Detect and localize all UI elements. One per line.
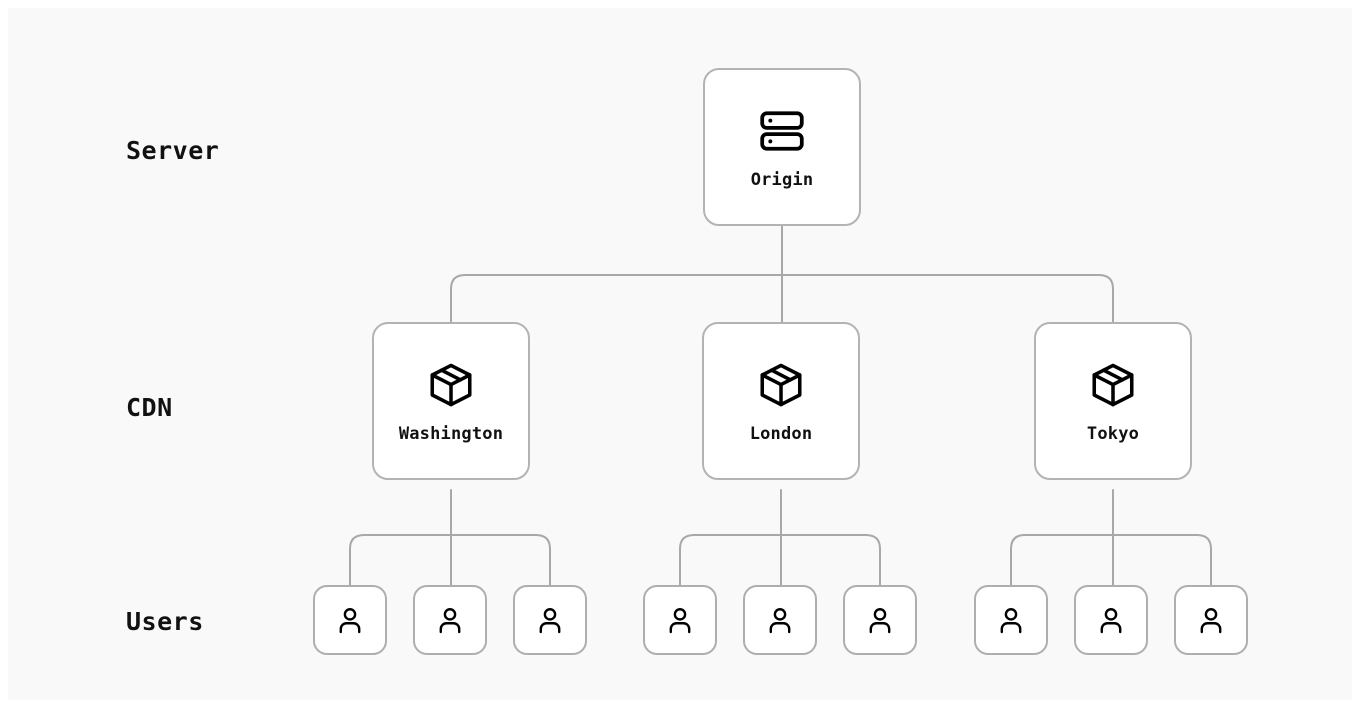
- node-user-washington-1[interactable]: [313, 585, 387, 655]
- row-label-users: Users: [126, 607, 204, 636]
- node-cdn-london[interactable]: London: [702, 322, 860, 480]
- edge-tokyo-user-3: [1112, 534, 1212, 586]
- user-icon: [433, 603, 467, 637]
- node-origin[interactable]: Origin: [703, 68, 861, 226]
- row-label-server: Server: [126, 136, 220, 165]
- user-icon: [994, 603, 1028, 637]
- user-icon: [1094, 603, 1128, 637]
- node-cdn-tokyo-label: Tokyo: [1086, 423, 1140, 444]
- node-user-washington-2[interactable]: [413, 585, 487, 655]
- node-user-tokyo-3[interactable]: [1174, 585, 1248, 655]
- node-user-tokyo-1[interactable]: [974, 585, 1048, 655]
- node-user-london-2[interactable]: [743, 585, 817, 655]
- node-user-london-1[interactable]: [643, 585, 717, 655]
- edge-london-user-3: [780, 534, 881, 586]
- user-icon: [663, 603, 697, 637]
- package-box-icon: [426, 360, 476, 410]
- edge-london-user-1: [679, 534, 782, 586]
- edge-origin-washington: [450, 274, 783, 323]
- node-cdn-washington[interactable]: Washington: [372, 322, 530, 480]
- user-icon: [533, 603, 567, 637]
- node-user-washington-3[interactable]: [513, 585, 587, 655]
- node-cdn-london-label: London: [749, 423, 813, 444]
- edge-origin-tokyo: [781, 274, 1114, 323]
- edge-washington-user-1: [349, 534, 452, 586]
- node-cdn-tokyo[interactable]: Tokyo: [1034, 322, 1192, 480]
- user-icon: [763, 603, 797, 637]
- user-icon: [863, 603, 897, 637]
- edge-washington-user-3: [450, 534, 551, 586]
- node-user-london-3[interactable]: [843, 585, 917, 655]
- package-box-icon: [1088, 360, 1138, 410]
- edge-tokyo-user-1: [1010, 534, 1114, 586]
- package-box-icon: [756, 360, 806, 410]
- user-icon: [333, 603, 367, 637]
- node-origin-label: Origin: [750, 169, 814, 190]
- node-user-tokyo-2[interactable]: [1074, 585, 1148, 655]
- server-icon: [757, 106, 807, 156]
- row-label-cdn: CDN: [126, 393, 173, 422]
- user-icon: [1194, 603, 1228, 637]
- node-cdn-washington-label: Washington: [398, 423, 504, 444]
